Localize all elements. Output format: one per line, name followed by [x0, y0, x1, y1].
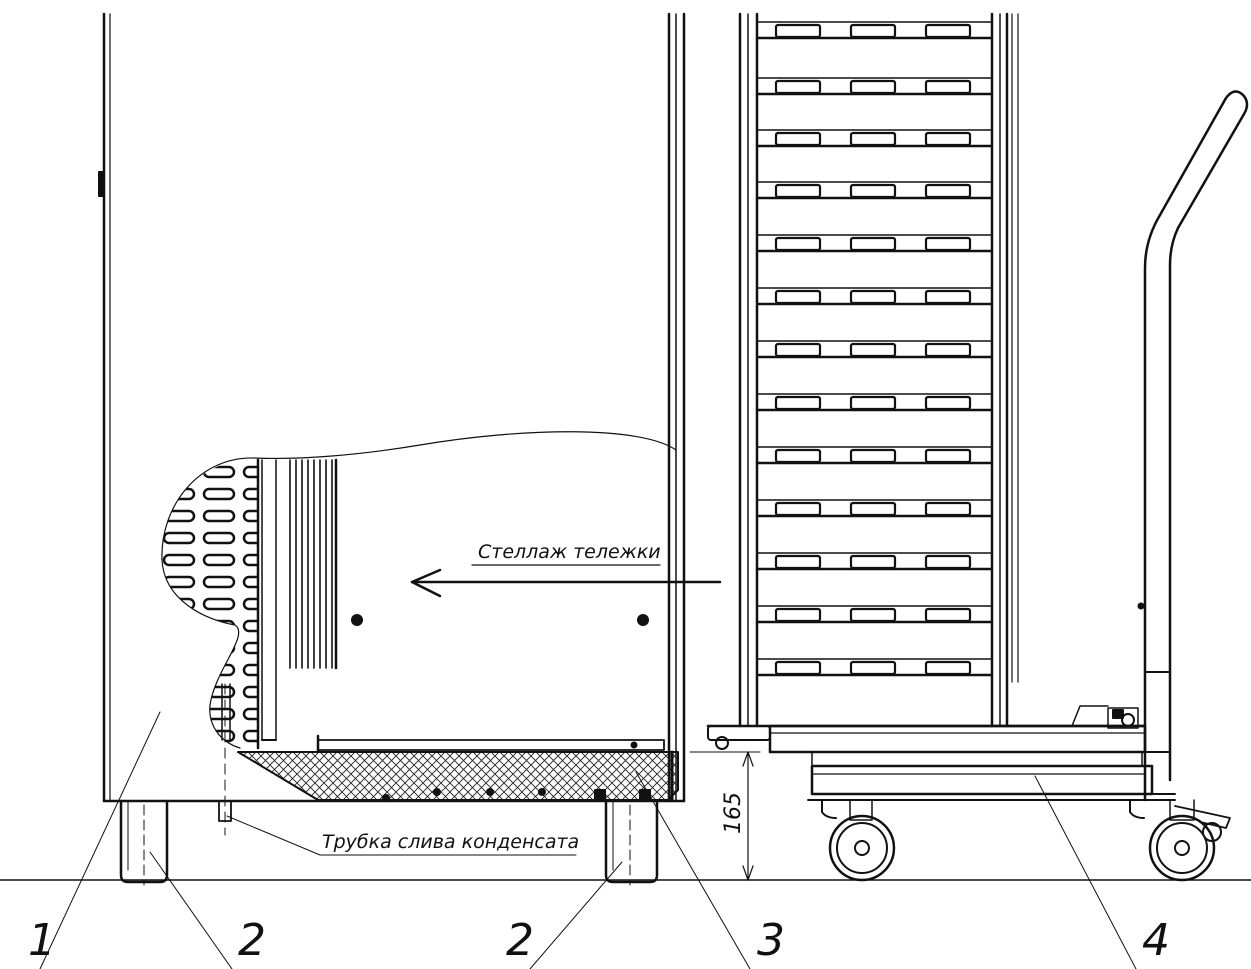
callout-2-right: 2: [506, 915, 534, 966]
castor-left: [821, 799, 896, 882]
rack-arrow: [410, 564, 722, 598]
dimension-165: [689, 751, 761, 881]
callout-1: 1: [28, 915, 56, 966]
insulated-floor: [237, 750, 679, 802]
foot-right: [604, 799, 659, 886]
cabinet: [98, 12, 686, 803]
fixing-point-right: [637, 614, 649, 626]
drain-pipe: [218, 683, 232, 836]
callout-2-left: 2: [238, 915, 266, 966]
foot-left: [119, 799, 169, 886]
castor-right: [1129, 799, 1231, 882]
dimension-165-label: 165: [721, 792, 746, 834]
floor-rail: [316, 734, 665, 754]
drain-pipe-label: Трубка слива конденсата: [322, 831, 579, 853]
trolley-chassis: [706, 705, 1176, 801]
rack-trays: [755, 21, 994, 677]
fixing-point-left: [351, 614, 363, 626]
callout-3: 3: [757, 915, 785, 966]
trolley-rack: [738, 12, 1019, 728]
rack-arrow-label: Стеллаж тележки: [478, 541, 661, 563]
trolley-handle: [1137, 90, 1249, 802]
leader-lines: [39, 711, 1137, 969]
callout-4: 4: [1142, 915, 1170, 966]
